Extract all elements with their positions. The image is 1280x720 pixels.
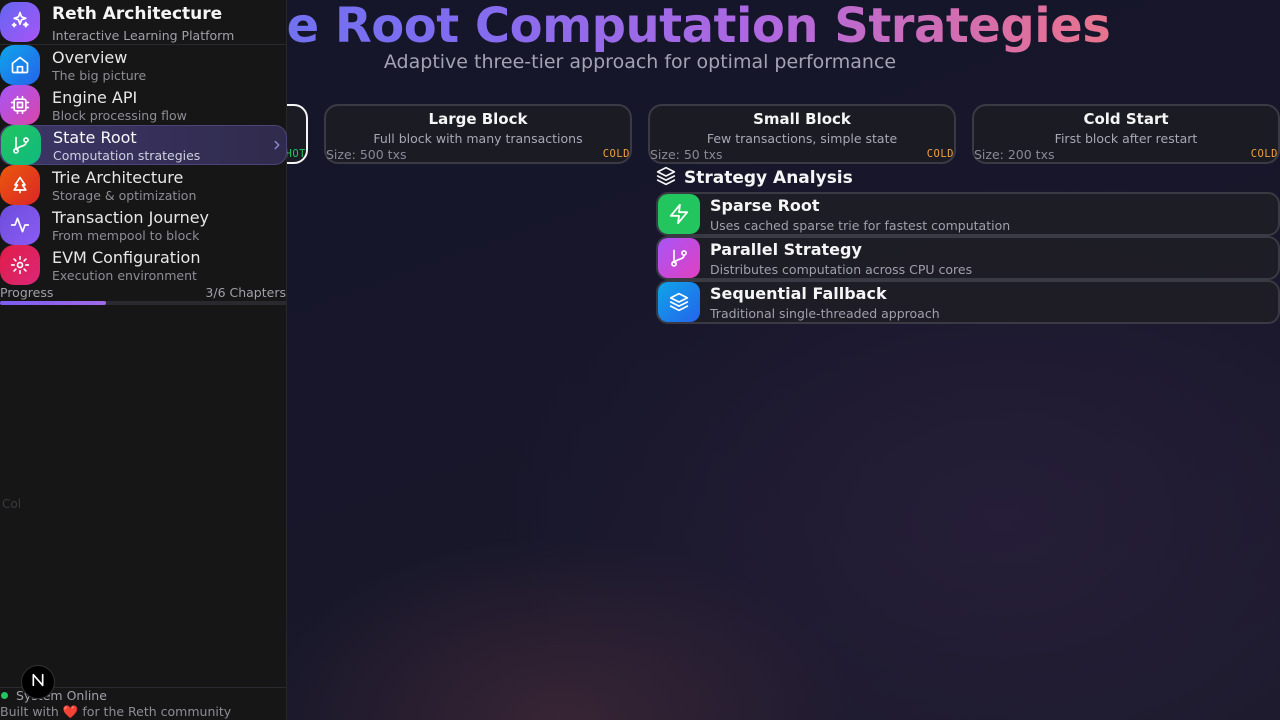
strategy-card-parallel[interactable]: Parallel Strategy Distributes computatio…	[656, 236, 1280, 280]
strategy-description: Uses cached sparse trie for fastest comp…	[710, 218, 1011, 233]
brand-divider	[0, 44, 287, 45]
n-logo-icon	[30, 672, 46, 692]
sidebar-item-transaction-journey[interactable]: Transaction Journey From mempool to bloc…	[0, 205, 287, 245]
sidebar-item-subtitle: Execution environment	[52, 268, 197, 283]
strategy-analysis-heading: Strategy Analysis	[656, 166, 853, 190]
scenario-size: Size: 200 txs	[974, 147, 1055, 162]
status-indicator-dot	[1, 692, 8, 699]
scenario-description: Full block with many transactions	[373, 131, 583, 146]
scenario-badge: COLD	[602, 148, 630, 160]
framework-badge-button[interactable]	[21, 665, 55, 699]
sidebar-item-subtitle: From mempool to block	[52, 228, 200, 243]
scenario-title: Large Block	[428, 110, 528, 128]
strategy-name: Sparse Root	[710, 196, 820, 215]
brand-title: Reth Architecture	[52, 4, 223, 24]
sidebar-item-title: Trie Architecture	[52, 168, 184, 187]
page-subtitle: Adaptive three-tier approach for optimal…	[383, 51, 897, 73]
progress-count: 3/6 Chapters	[205, 285, 286, 300]
sidebar-item-overview[interactable]: Overview The big picture	[0, 45, 287, 85]
footer-divider	[0, 687, 287, 688]
sidebar-item-title: Overview	[52, 48, 128, 67]
scenario-description: Few transactions, simple state	[706, 131, 898, 146]
page-title: State Root Computation Strategies	[0, 0, 1280, 54]
sidebar-item-title: EVM Configuration	[52, 248, 201, 267]
sidebar-item-title: Engine API	[52, 88, 138, 107]
gear-icon	[0, 245, 40, 285]
sidebar-item-subtitle: The big picture	[52, 68, 147, 83]
sidebar-item-title: Transaction Journey	[52, 208, 210, 227]
sidebar-item-subtitle: Computation strategies	[53, 148, 201, 163]
scenario-card-large-block[interactable]: Large Block Full block with many transac…	[324, 104, 632, 164]
activity-icon	[0, 205, 40, 245]
git-branch-icon	[1, 125, 41, 165]
strategy-description: Traditional single-threaded approach	[710, 306, 940, 321]
scenario-title: Small Block	[753, 110, 851, 128]
scenario-title: Cold Start	[1083, 110, 1169, 128]
scenario-badge-hot: HOT	[285, 148, 306, 160]
strategy-card-sequential[interactable]: Sequential Fallback Traditional single-t…	[656, 280, 1280, 324]
sidebar-item-evm-configuration[interactable]: EVM Configuration Execution environment	[0, 245, 287, 285]
sidebar-item-trie-architecture[interactable]: Trie Architecture Storage & optimization	[0, 165, 287, 205]
footer-suffix: for the Reth community	[82, 704, 232, 719]
layers-icon	[656, 166, 676, 190]
sparkles-icon	[10, 10, 30, 34]
sidebar-item-title: State Root	[53, 128, 137, 147]
footer-credit: Built with ❤️ for the Reth community	[0, 704, 231, 720]
home-icon	[0, 45, 40, 85]
strategy-name: Sequential Fallback	[710, 284, 887, 303]
footer-prefix: Built with	[0, 704, 59, 719]
tree-icon	[0, 165, 40, 205]
strategy-card-sparse-root[interactable]: Sparse Root Uses cached sparse trie for …	[656, 192, 1280, 236]
sidebar-item-subtitle: Storage & optimization	[52, 188, 197, 203]
scenario-badge: COLD	[926, 148, 954, 160]
strategy-name: Parallel Strategy	[710, 240, 862, 259]
brand-logo	[0, 2, 40, 42]
git-branch-icon	[658, 238, 700, 278]
scenario-card-cold-start[interactable]: Cold Start First block after restart Siz…	[972, 104, 1280, 164]
cpu-icon	[0, 85, 40, 125]
sidebar: Reth Architecture Interactive Learning P…	[0, 0, 287, 720]
strategy-analysis-title: Strategy Analysis	[684, 168, 853, 188]
scenario-size: Size: 500 txs	[326, 147, 407, 162]
progress-fill	[0, 301, 107, 305]
ghost-text: Col	[2, 497, 22, 511]
strategy-description: Distributes computation across CPU cores	[710, 262, 973, 277]
heart-icon: ❤️	[62, 704, 79, 719]
brand-subtitle: Interactive Learning Platform	[52, 28, 235, 43]
layers-icon	[658, 282, 700, 322]
progress-track	[0, 301, 287, 305]
sidebar-item-engine-api[interactable]: Engine API Block processing flow	[0, 85, 287, 125]
scenario-description: First block after restart	[1054, 131, 1198, 146]
sidebar-item-subtitle: Block processing flow	[52, 108, 187, 123]
scenario-card-small-block[interactable]: Small Block Few transactions, simple sta…	[648, 104, 956, 164]
progress-label: Progress	[0, 285, 54, 300]
chevron-right-icon	[270, 137, 284, 156]
scenario-badge: COLD	[1250, 148, 1278, 160]
sidebar-item-state-root[interactable]: State Root Computation strategies	[0, 125, 287, 165]
scenario-size: Size: 50 txs	[650, 147, 723, 162]
lightning-icon	[658, 194, 700, 234]
